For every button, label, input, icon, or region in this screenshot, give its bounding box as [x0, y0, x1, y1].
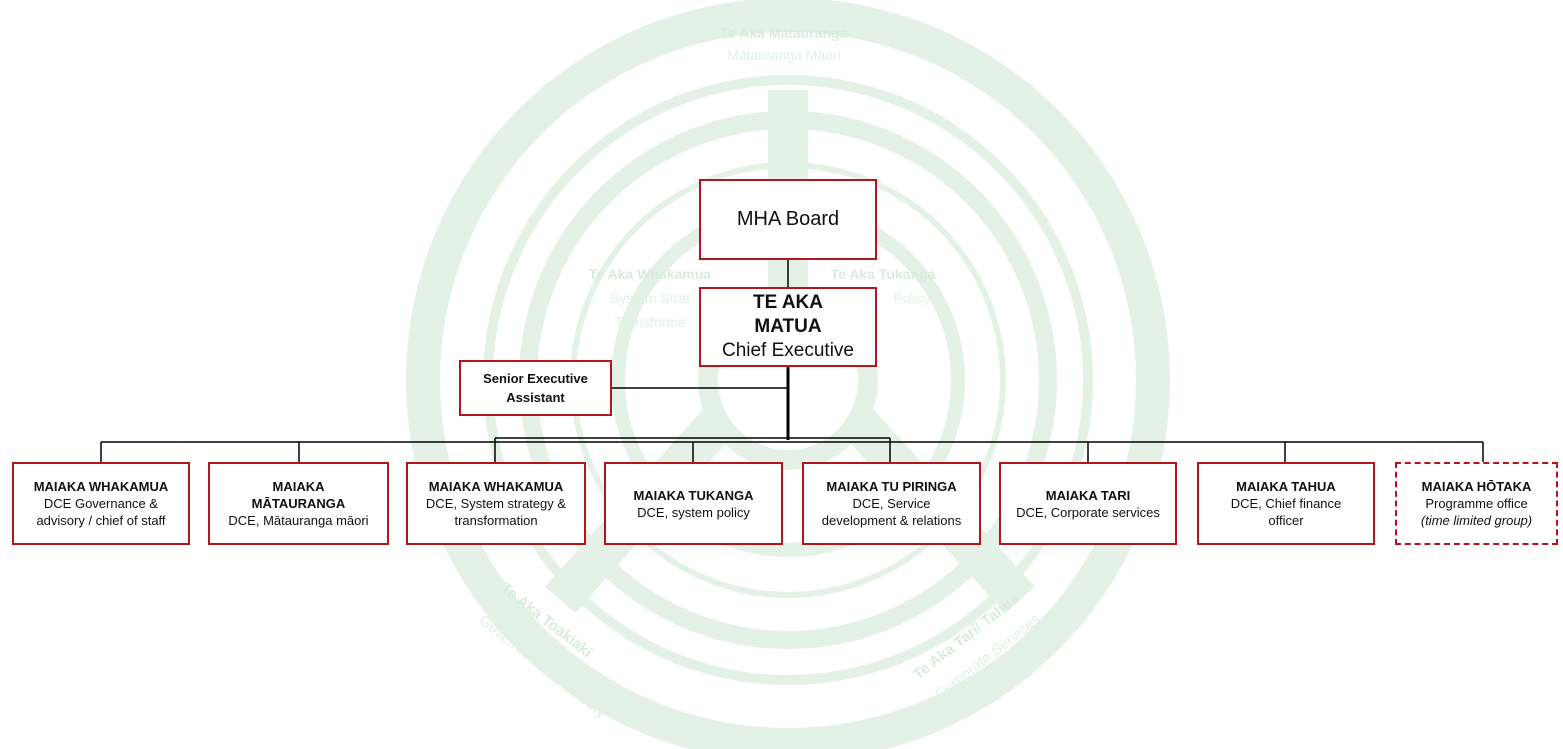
- ceo-title-line1: TE AKA: [752, 292, 824, 313]
- assistant-box: Senior Executive Assistant: [459, 360, 612, 416]
- dept-title: MAIAKA MĀTAURANGA: [251, 479, 346, 511]
- ceo-subtitle: Chief Executive: [721, 340, 854, 361]
- dept-box-5: MAIAKA TU PIRINGA DCE, Service developme…: [802, 462, 981, 545]
- dept-desc: DCE, Mātauranga māori: [228, 513, 369, 528]
- dept-note: (time limited group): [1420, 513, 1533, 528]
- watermark-right-title: Te Aka Tukanga: [831, 266, 936, 282]
- dept-desc: DCE, Chief finance officer: [1230, 496, 1342, 528]
- assistant-line2: Assistant: [506, 390, 565, 405]
- dept-title: MAIAKA TU PIRINGA: [826, 479, 957, 494]
- dept-box-6: MAIAKA TARI DCE, Corporate services: [999, 462, 1177, 545]
- dept-title: MAIAKA HŌTAKA: [1421, 479, 1532, 494]
- dept-desc: DCE, system policy: [637, 504, 750, 520]
- dept-desc: Programme office: [1425, 496, 1528, 511]
- watermark-left-title: Te Aka Whakamua: [589, 266, 711, 282]
- dept-box-1: MAIAKA WHAKAMUA DCE Governance & advisor…: [12, 462, 190, 545]
- watermark-left-sub1: System Strat: [610, 290, 690, 306]
- dept-title: MAIAKA WHAKAMUA: [33, 479, 169, 494]
- dept-box-8: MAIAKA HŌTAKA Programme office (time lim…: [1395, 462, 1558, 545]
- watermark-top-title: Te Aka Matauranga: [721, 25, 848, 41]
- watermark-right-sub: Policy: [893, 290, 930, 306]
- ceo-box: TE AKA MATUA Chief Executive: [699, 287, 877, 367]
- board-title: MHA Board: [736, 208, 840, 230]
- dept-box-7: MAIAKA TAHUA DCE, Chief finance officer: [1197, 462, 1375, 545]
- dept-title: MAIAKA TARI: [1045, 487, 1131, 503]
- assistant-line1: Senior Executive: [483, 371, 588, 386]
- board-box: MHA Board: [699, 179, 877, 260]
- dept-title: MAIAKA TUKANGA: [633, 487, 754, 503]
- ceo-title-line2: MATUA: [754, 316, 822, 337]
- dept-desc: DCE, System strategy & transformation: [425, 496, 567, 528]
- watermark-left-sub2: Transforma: [614, 314, 685, 330]
- dept-box-3: MAIAKA WHAKAMUA DCE, System strategy & t…: [406, 462, 586, 545]
- dept-title: MAIAKA WHAKAMUA: [428, 479, 564, 494]
- dept-desc: DCE, Corporate services: [1016, 504, 1160, 520]
- watermark-top-sub: Mātauranga Māori: [727, 47, 841, 63]
- dept-desc: DCE, Service development & relations: [821, 496, 962, 528]
- dept-desc: DCE Governance & advisory / chief of sta…: [36, 496, 166, 528]
- dept-box-2: MAIAKA MĀTAURANGA DCE, Mātauranga māori: [208, 462, 389, 545]
- dept-title: MAIAKA TAHUA: [1236, 479, 1336, 494]
- dept-box-4: MAIAKA TUKANGA DCE, system policy: [604, 462, 783, 545]
